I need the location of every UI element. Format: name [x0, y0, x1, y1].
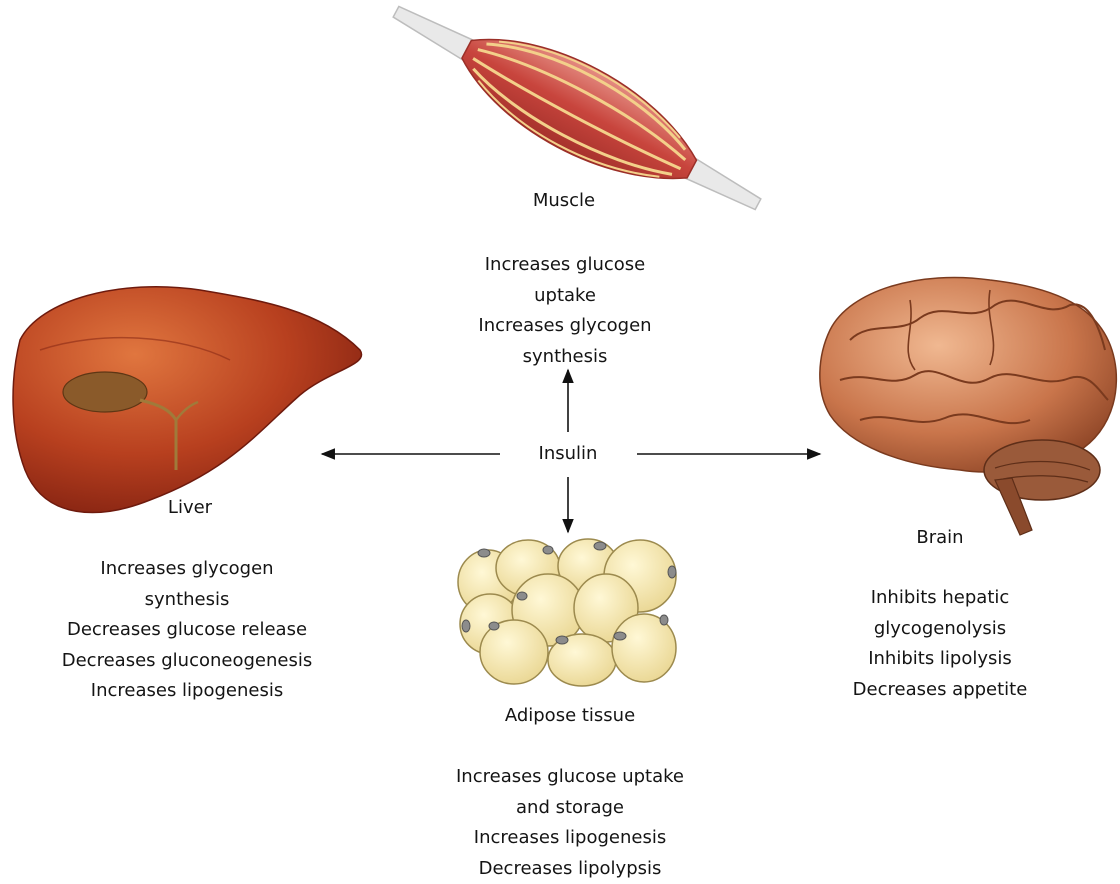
brain-title: Brain: [890, 527, 990, 548]
liver-effect: Increases glycogen: [46, 554, 328, 585]
adipose-effect: Increases glucose uptake: [440, 762, 700, 793]
adipose-effect: and storage: [440, 793, 700, 824]
muscle-effect: Increases glucose: [440, 250, 690, 281]
adipose-title: Adipose tissue: [490, 705, 650, 726]
brain-illustration: [820, 277, 1117, 535]
liver-title: Liver: [140, 497, 240, 518]
muscle-effect: Increases glycogen: [440, 311, 690, 342]
brain-effect: glycogenolysis: [830, 614, 1050, 645]
liver-effect: Decreases gluconeogenesis: [46, 646, 328, 677]
muscle-effect: synthesis: [440, 342, 690, 373]
muscle-effect: uptake: [440, 281, 690, 312]
brain-effect: Inhibits lipolysis: [830, 644, 1050, 675]
brain-effect: Decreases appetite: [830, 675, 1050, 706]
brain-effects: Inhibits hepatic glycogenolysis Inhibits…: [830, 583, 1050, 705]
muscle-title: Muscle: [514, 190, 614, 211]
adipose-illustration: [458, 539, 676, 686]
adipose-effect: Decreases lipolypsis: [440, 854, 700, 884]
insulin-label: Insulin: [528, 443, 608, 464]
liver-effects: Increases glycogen synthesis Decreases g…: [46, 554, 328, 707]
liver-effect: Decreases glucose release: [46, 615, 328, 646]
liver-illustration: [13, 287, 362, 513]
adipose-effect: Increases lipogenesis: [440, 823, 700, 854]
adipose-effects: Increases glucose uptake and storage Inc…: [440, 762, 700, 884]
muscle-effects: Increases glucose uptake Increases glyco…: [440, 250, 690, 372]
brain-effect: Inhibits hepatic: [830, 583, 1050, 614]
liver-effect: synthesis: [46, 585, 328, 616]
liver-effect: Increases lipogenesis: [46, 676, 328, 707]
